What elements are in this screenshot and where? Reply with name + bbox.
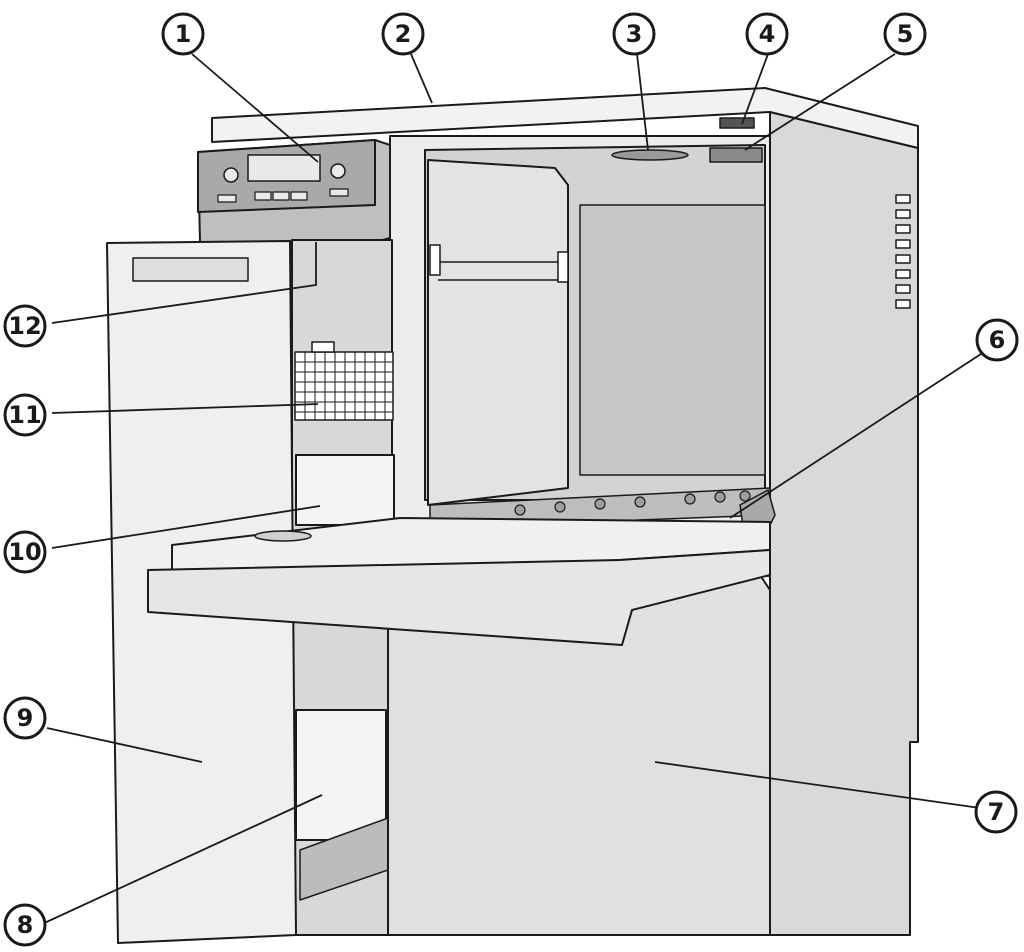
side-vents <box>895 194 911 309</box>
callout-label-3: 3 <box>626 20 643 48</box>
rear-panel <box>579 204 766 476</box>
callout-8: 8 <box>3 903 47 947</box>
upper-container <box>295 454 395 526</box>
callout-1: 1 <box>161 12 205 56</box>
connector-block <box>709 147 763 163</box>
callout-label-10: 10 <box>8 538 41 566</box>
callout-circle-8 <box>3 903 47 947</box>
callout-circle-7 <box>974 790 1018 834</box>
callout-circle-10 <box>3 530 47 574</box>
callout-circle-1 <box>161 12 205 56</box>
callout-circle-4 <box>745 12 789 56</box>
worktop <box>211 87 919 149</box>
callout-circle-12 <box>3 304 47 348</box>
callout-12: 12 <box>3 304 47 348</box>
leader-line-2 <box>410 53 433 104</box>
leader-line-9 <box>46 727 203 763</box>
open-door-front <box>147 549 771 646</box>
dishwasher-illustration <box>106 87 919 944</box>
display-screen <box>247 154 321 182</box>
door-recess <box>254 530 312 542</box>
callout-circle-11 <box>3 393 47 437</box>
callout-11: 11 <box>3 393 47 437</box>
leader-line-1 <box>191 53 319 163</box>
callout-4: 4 <box>745 12 789 56</box>
callout-label-4: 4 <box>759 20 776 48</box>
inner-door <box>427 159 569 506</box>
callout-7: 7 <box>974 790 1018 834</box>
callout-label-1: 1 <box>175 20 192 48</box>
leader-line-4 <box>741 53 769 125</box>
leader-line-3 <box>636 53 649 151</box>
leader-line-12 <box>51 242 317 324</box>
leader-line-7 <box>654 761 981 809</box>
leader-lines <box>39 53 985 926</box>
callout-5: 5 <box>883 12 927 56</box>
callout-label-5: 5 <box>897 20 914 48</box>
drawer-handle <box>132 257 249 282</box>
cabinet-right-side <box>769 111 919 936</box>
leader-line-5 <box>744 53 896 151</box>
callout-circle-5 <box>883 12 927 56</box>
callout-circle-3 <box>612 12 656 56</box>
callout-label-8: 8 <box>17 911 34 939</box>
leader-line-11 <box>51 403 319 414</box>
callout-2: 2 <box>381 12 425 56</box>
callout-label-12: 12 <box>8 312 41 340</box>
callout-circle-2 <box>381 12 425 56</box>
control-knob-right <box>330 163 346 179</box>
upper-spray-nozzle <box>611 149 689 161</box>
callout-circle-6 <box>975 318 1019 362</box>
callout-label-2: 2 <box>395 20 412 48</box>
leader-line-6 <box>729 351 985 519</box>
callout-9: 9 <box>3 696 47 740</box>
leader-line-8 <box>39 794 323 926</box>
callout-label-6: 6 <box>989 326 1006 354</box>
callout-circle-9 <box>3 696 47 740</box>
callout-10: 10 <box>3 530 47 574</box>
callout-label-9: 9 <box>17 704 34 732</box>
callout-6: 6 <box>975 318 1019 362</box>
filter-grid <box>294 341 394 421</box>
leader-line-10 <box>51 505 321 549</box>
callout-label-11: 11 <box>8 401 41 429</box>
callout-label-7: 7 <box>988 798 1005 826</box>
callout-3: 3 <box>612 12 656 56</box>
lower-container <box>295 709 387 841</box>
control-knob-left <box>223 167 239 183</box>
